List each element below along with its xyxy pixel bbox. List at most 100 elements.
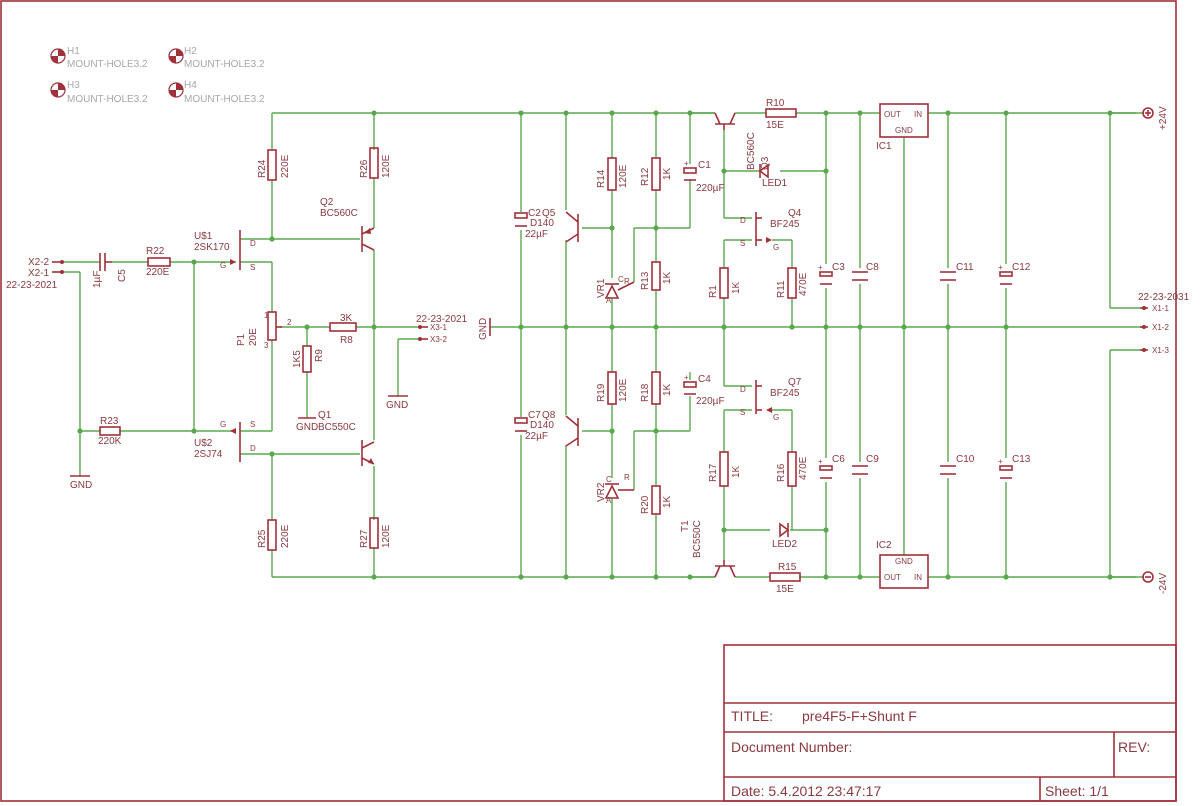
- q7-pin-s: S: [740, 408, 745, 417]
- q7-value: BF245: [770, 388, 800, 399]
- u2-pin-d: D: [250, 444, 256, 453]
- q7-pin-g: G: [773, 413, 779, 422]
- u1-ref: U$1: [194, 231, 213, 242]
- r27-value: 120E: [381, 524, 392, 548]
- c9-ref: C9: [866, 454, 879, 465]
- c7-value: 22µF: [525, 431, 548, 442]
- r11-ref: R11: [776, 280, 787, 298]
- r19-value: 120E: [618, 378, 629, 402]
- c8-ref: C8: [866, 262, 879, 273]
- mount-hole-h3-ref: H3: [67, 80, 80, 91]
- sheet-label: Sheet: 1/1: [1045, 783, 1109, 799]
- q5-value: D140: [530, 218, 554, 229]
- t1-ref: T1: [680, 520, 691, 532]
- q7-ref: Q7: [788, 377, 802, 388]
- x2-1-label: X2-1: [28, 268, 50, 279]
- p1-pin-2: 2: [287, 318, 292, 327]
- r25-value: 220E: [280, 524, 291, 548]
- gnd-output-label: GND: [386, 400, 408, 411]
- r16-ref: R16: [776, 463, 787, 482]
- q4-pin-d: D: [740, 216, 746, 225]
- c13-plus: +: [998, 457, 1003, 466]
- supply-neg-label: -24V: [1158, 573, 1169, 594]
- led2-ref: LED2: [772, 539, 797, 550]
- ic2-pin-in: IN: [914, 573, 922, 582]
- r27-ref: R27: [359, 529, 370, 548]
- c5-value: 1µF: [92, 271, 103, 288]
- junctions: [77, 110, 1113, 580]
- r14-ref: R14: [596, 169, 607, 188]
- u2-pin-g: G: [220, 420, 226, 429]
- c1-ref: C1: [698, 160, 711, 171]
- r19-ref: R19: [596, 383, 607, 402]
- vr1-ref: VR1: [596, 278, 607, 298]
- sheet-frame: [0, 0, 1177, 802]
- r13-value: 1K: [662, 271, 673, 284]
- mount-hole-h2-ref: H2: [184, 46, 197, 57]
- labels: X2-2 X2-1 22-23-2021 1µF C5 R22 220E R23…: [6, 98, 1190, 595]
- r26-value: 120E: [381, 154, 392, 178]
- r17-ref: R17: [708, 463, 719, 482]
- c7-ref: C7: [528, 410, 541, 421]
- r10-ref: R10: [766, 98, 785, 109]
- x2-2-label: X2-2: [28, 257, 50, 268]
- c12-plus: +: [998, 263, 1003, 272]
- u2-pin-s: S: [250, 420, 255, 429]
- r18-ref: R18: [640, 383, 651, 402]
- r24-value: 220E: [280, 154, 291, 178]
- x1-2-label: X1-2: [1152, 323, 1169, 332]
- q2-value: BC560C: [320, 208, 358, 219]
- u1-pin-g: G: [220, 261, 226, 270]
- c1-plus: +: [684, 159, 689, 168]
- r9-ref: R9: [314, 349, 325, 362]
- q5-ref: Q5: [542, 208, 556, 219]
- r26-ref: R26: [359, 159, 370, 178]
- vr2-ref: VR2: [596, 482, 607, 502]
- mount-hole-h2: H2 MOUNT-HOLE3.2: [168, 46, 265, 70]
- c2-value: 22µF: [525, 229, 548, 240]
- x1-3-label: X1-3: [1152, 346, 1169, 355]
- c3-ref: C3: [832, 262, 845, 273]
- p1-ref: P1: [236, 333, 247, 346]
- p1-pin-3: 3: [264, 341, 269, 350]
- r23-ref: R23: [100, 416, 119, 427]
- r1-ref: R1: [708, 285, 719, 298]
- r11-value: 470E: [798, 272, 809, 296]
- vr2-pin-r: R: [624, 473, 630, 482]
- vr1-pin-r: R: [624, 277, 630, 286]
- c1-value: 220µF: [696, 183, 725, 194]
- x3-2-label: X3-2: [430, 335, 447, 344]
- r15-value: 15E: [776, 584, 794, 595]
- vr1-pin-a: A: [606, 296, 612, 305]
- title-value: pre4F5-F+Shunt F: [802, 708, 917, 724]
- r25-ref: R25: [257, 529, 268, 548]
- q4-pin-s: S: [740, 239, 745, 248]
- q4-pin-g: G: [773, 243, 779, 252]
- gnd-rail-label: GND: [478, 318, 489, 340]
- q7-pin-d: D: [740, 385, 746, 394]
- q1-ref: Q1: [318, 410, 332, 421]
- r18-value: 1K: [662, 383, 673, 396]
- r17-value: 1K: [731, 465, 742, 478]
- r8-ref: R8: [340, 335, 353, 346]
- c11-ref: C11: [956, 262, 974, 273]
- r10-value: 15E: [766, 120, 784, 131]
- wires: [62, 112, 1144, 578]
- r15-ref: R15: [778, 562, 797, 573]
- p1-pin-1: 1: [264, 311, 269, 320]
- vr2-pin-a: A: [606, 496, 612, 505]
- q4-value: BF245: [770, 219, 800, 230]
- u1-pin-s: S: [250, 263, 255, 272]
- r22-value: 220E: [146, 267, 170, 278]
- x1-1-label: X1-1: [1152, 304, 1169, 313]
- r12-value: 1K: [662, 167, 673, 180]
- c4-value: 220µF: [696, 396, 725, 407]
- q3-ref: Q3: [760, 156, 771, 170]
- mount-hole-h4-ref: H4: [184, 80, 197, 91]
- c10-ref: C10: [956, 454, 975, 465]
- c6-ref: C6: [832, 454, 845, 465]
- mount-hole-h2-value: MOUNT-HOLE3.2: [184, 59, 265, 70]
- title-label: TITLE:: [731, 708, 773, 724]
